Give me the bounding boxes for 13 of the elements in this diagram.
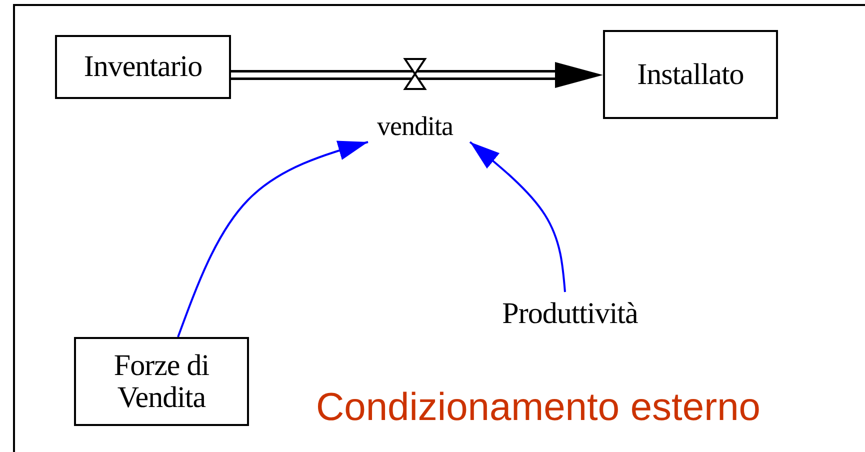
node-label: Inventario: [84, 51, 202, 83]
flow-pipe: [231, 70, 366, 80]
variable-label: Produttività: [502, 298, 638, 330]
node-label: Forze di Vendita: [112, 350, 210, 413]
flow-arrow: [464, 62, 603, 88]
diagram-caption: Condizionamento esterno: [316, 386, 760, 430]
auxiliary-box: [74, 337, 249, 426]
flow-label: vendita: [377, 112, 453, 140]
stock-box: [603, 30, 778, 119]
stock-box: [55, 35, 231, 99]
link-arrow: [177, 140, 368, 338]
link-arrow: [469, 141, 566, 292]
node-label: Installato: [637, 58, 744, 90]
